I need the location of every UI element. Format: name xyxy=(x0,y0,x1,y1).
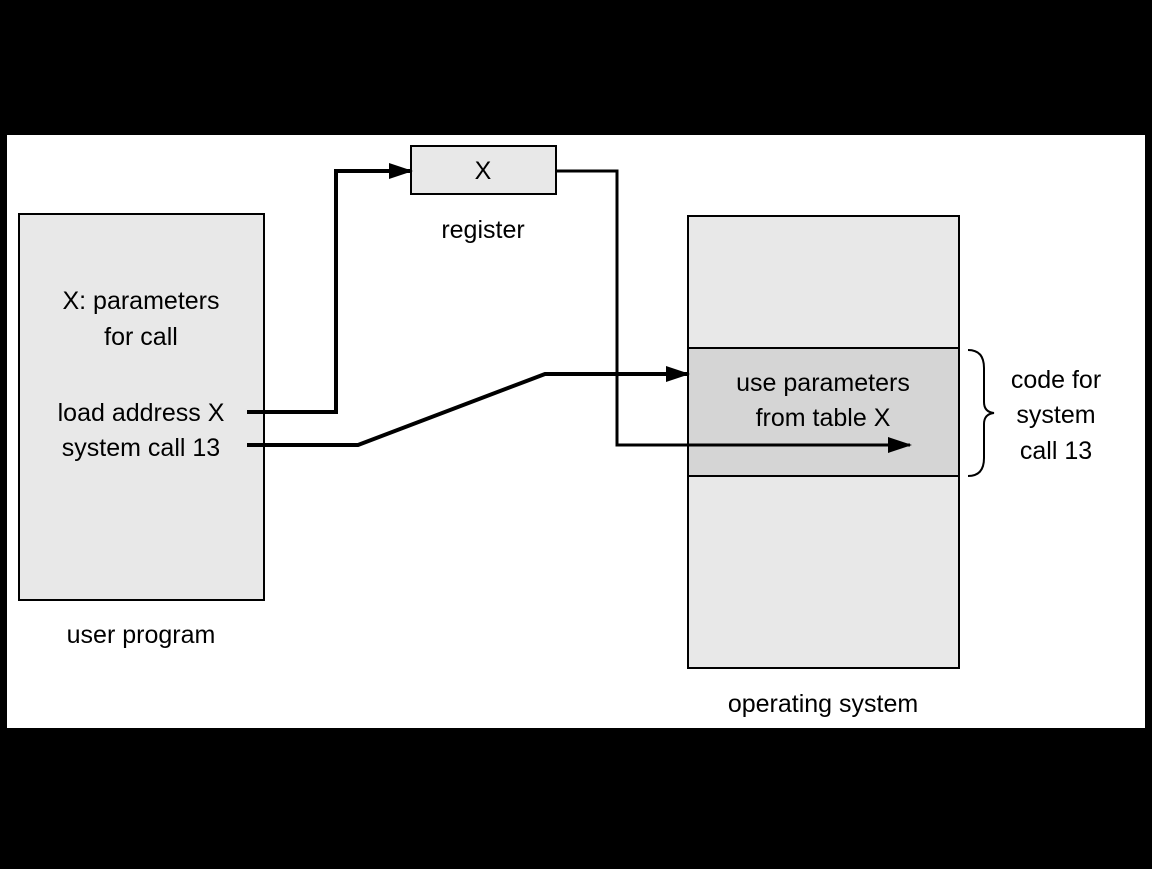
user-program-params-line2: for call xyxy=(104,323,178,351)
system-call-code-region xyxy=(687,347,960,477)
os-code-line2: from table X xyxy=(756,404,891,432)
load-address-arrow xyxy=(247,163,413,414)
user-program-label: user program xyxy=(67,621,216,649)
brace-label-line2: system xyxy=(1016,401,1095,429)
operating-system-label: operating system xyxy=(728,690,918,718)
register-box xyxy=(410,145,557,195)
brace-label-line1: code for xyxy=(1011,366,1101,394)
user-program-params-line1: X: parameters xyxy=(62,287,219,315)
user-program-box xyxy=(18,213,265,601)
register-value: X xyxy=(475,157,492,185)
code-region-brace xyxy=(967,349,995,477)
user-program-system-call: system call 13 xyxy=(62,434,220,462)
register-to-table-arrow xyxy=(556,169,912,453)
user-program-load-address: load address X xyxy=(58,399,225,427)
system-call-arrow xyxy=(247,366,690,447)
os-code-line1: use parameters xyxy=(736,369,910,397)
register-label: register xyxy=(441,216,524,244)
brace-label-line3: call 13 xyxy=(1020,437,1092,465)
